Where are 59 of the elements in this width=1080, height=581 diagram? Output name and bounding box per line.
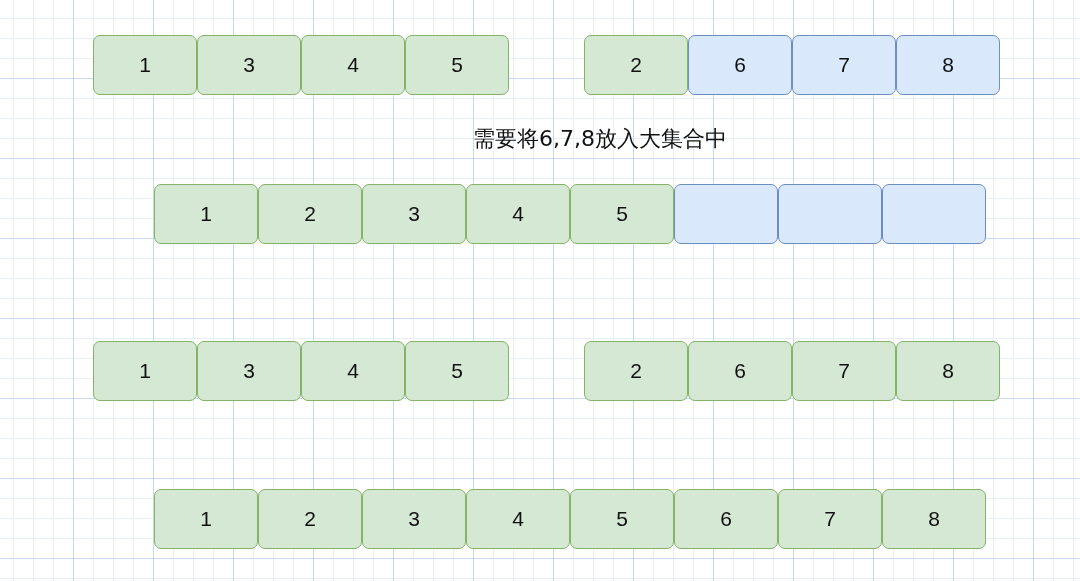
cell-number: 4 [512,507,524,531]
cell-number: 7 [838,53,850,77]
cell-number: 6 [734,53,746,77]
cell-number: 3 [243,53,255,77]
cell-number: 5 [616,202,628,226]
cell-number: 5 [451,359,463,383]
cell-number: 2 [630,53,642,77]
number-cell [882,489,986,549]
cell-number: 7 [838,359,850,383]
number-cell [301,341,405,401]
cell-number: 5 [451,53,463,77]
number-cell [688,35,792,95]
number-cell [154,184,258,244]
number-cell [93,35,197,95]
cell-number: 4 [347,53,359,77]
cell-number: 2 [630,359,642,383]
cell-number: 1 [139,359,151,383]
cell-number: 8 [942,359,954,383]
cell-number: 8 [928,507,940,531]
cell-number: 3 [243,359,255,383]
number-cell [792,35,896,95]
number-cell [896,35,1000,95]
number-cell [362,184,466,244]
number-cell [258,184,362,244]
number-cell [362,489,466,549]
cell-number: 2 [304,507,316,531]
cell-number: 5 [616,507,628,531]
number-cell [570,184,674,244]
cell-number: 7 [824,507,836,531]
number-cell [154,489,258,549]
number-cell [584,341,688,401]
cell-number: 3 [408,202,420,226]
cell-number: 1 [200,202,212,226]
number-cell [778,489,882,549]
cell-number: 1 [139,53,151,77]
number-cell [792,341,896,401]
cell-number: 1 [200,507,212,531]
note-text: 需要将6,7,8放入大集合中 [472,125,728,153]
number-cell [674,489,778,549]
number-cell [570,489,674,549]
number-cell [405,35,509,95]
cell-number: 4 [347,359,359,383]
number-cell [197,341,301,401]
number-cell [301,35,405,95]
number-cell [197,35,301,95]
number-cell [258,489,362,549]
cell-number: 3 [408,507,420,531]
cell-number: 6 [720,507,732,531]
number-cell [688,341,792,401]
cell-number: 2 [304,202,316,226]
number-cell [896,341,1000,401]
number-cell [466,184,570,244]
cell-number: 8 [942,53,954,77]
cell-number: 6 [734,359,746,383]
number-cell [466,489,570,549]
number-cell [584,35,688,95]
number-cell [405,341,509,401]
number-cell [93,341,197,401]
cell-number: 4 [512,202,524,226]
